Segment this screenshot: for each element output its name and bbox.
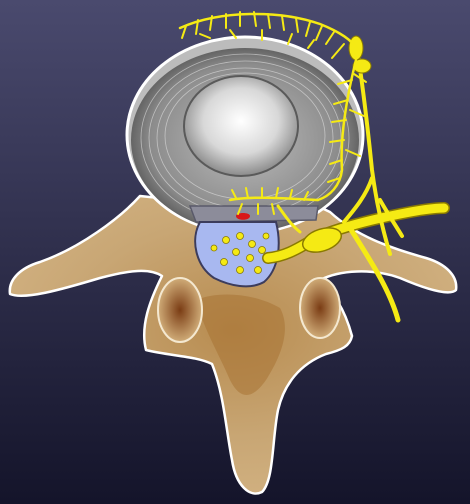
left-facet-joint: [158, 278, 202, 342]
intervertebral-disc: [127, 37, 363, 233]
right-facet-joint: [300, 278, 340, 338]
nucleus-pulposus: [184, 76, 298, 176]
